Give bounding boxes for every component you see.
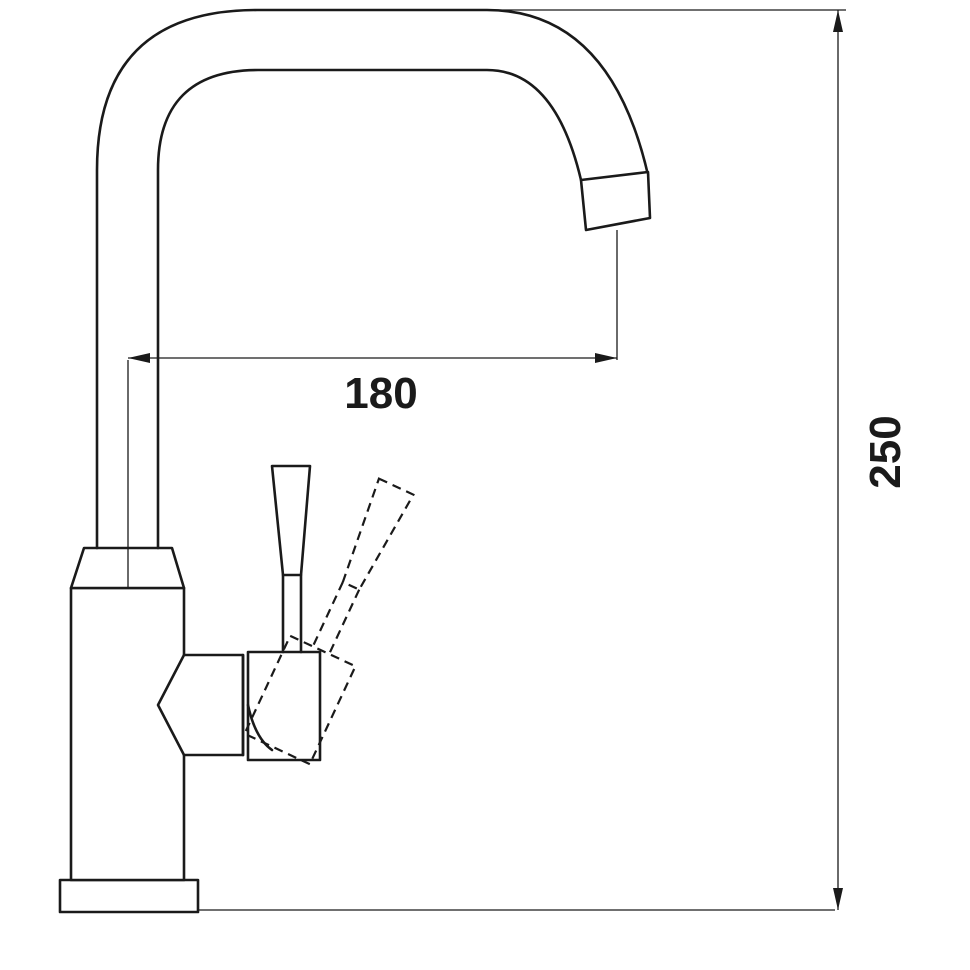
lever-handle bbox=[270, 464, 312, 577]
lever-housing-curve bbox=[246, 703, 274, 752]
faucet-body bbox=[69, 586, 186, 882]
height-arrow-bottom bbox=[833, 888, 843, 910]
reach-arrow-right bbox=[595, 353, 617, 363]
mixer-hub bbox=[156, 653, 245, 757]
lever-open-position bbox=[243, 477, 415, 766]
lever-housing bbox=[246, 650, 322, 762]
spout-aerator bbox=[579, 170, 652, 232]
lever-open-stem-right bbox=[328, 589, 361, 655]
reach-arrow-left bbox=[128, 353, 150, 363]
faucet-base-plate bbox=[58, 878, 200, 914]
faucet-spout bbox=[95, 8, 650, 550]
faucet-spout-inner bbox=[156, 68, 583, 550]
height-arrow-top bbox=[833, 10, 843, 32]
height-dimension-label: 250 bbox=[861, 415, 910, 488]
lever-open-housing bbox=[243, 634, 357, 766]
lever-open-handle bbox=[341, 477, 415, 592]
lever-open-stem-left bbox=[311, 581, 344, 647]
reach-dimension-label: 180 bbox=[344, 369, 417, 418]
